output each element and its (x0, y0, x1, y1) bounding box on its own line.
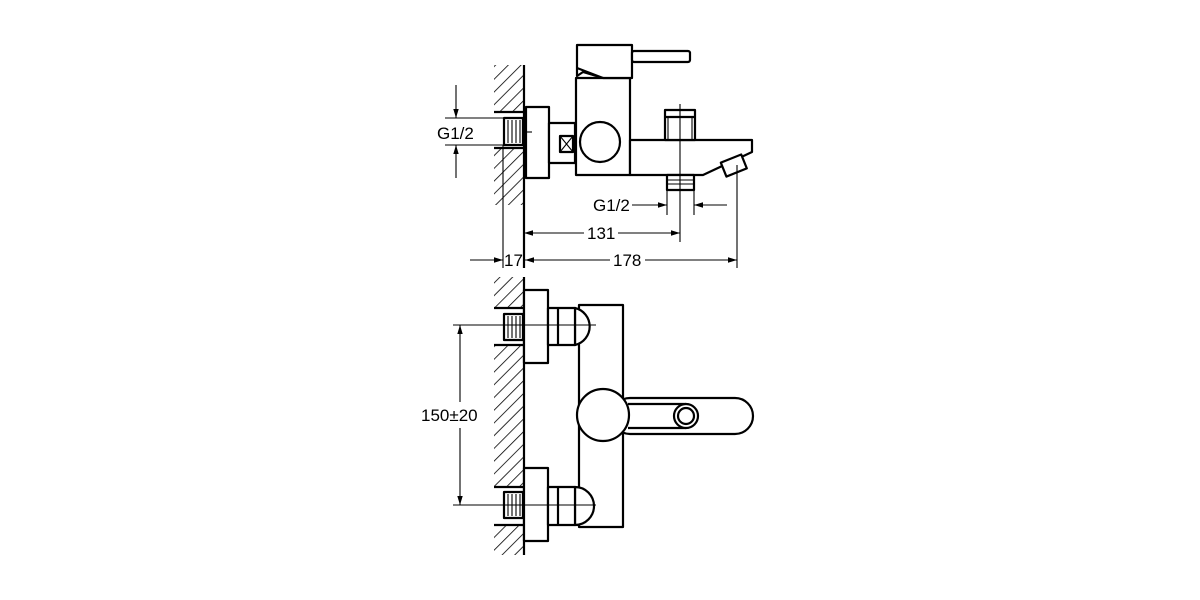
flange-depth-label: 17 (504, 251, 523, 270)
inlet-spacing-label: 150±20 (421, 406, 478, 425)
eccentric-connector (547, 121, 577, 165)
outlet-distance-dimension: 131 (524, 224, 680, 243)
outlet-distance-label: 131 (587, 224, 615, 243)
inlet-thread-label: G1/2 (437, 124, 474, 143)
side-view: G1/2 G1/2 131 178 17 (437, 43, 754, 270)
flange-depth-dimension: 17 (470, 251, 523, 270)
spout-length-label: 178 (613, 251, 641, 270)
wall-hatch (494, 65, 526, 268)
lever-cartridge-cap (575, 43, 692, 80)
inlet-nut-circle (578, 120, 622, 164)
lever-hub-circle (575, 387, 631, 443)
front-view: 150±20 (421, 277, 755, 555)
spout-length-dimension: 178 (525, 251, 737, 270)
upper-inlet (502, 288, 591, 365)
outlet-thread-dimension: G1/2 (593, 196, 727, 215)
lever-handle (575, 387, 755, 443)
inlet-thread-dimension: G1/2 (437, 85, 503, 178)
mixer-body (574, 76, 632, 177)
threaded-inlet-pipe (502, 116, 525, 147)
lever-handle (630, 49, 692, 64)
wall-flange (524, 105, 551, 180)
spout (628, 138, 754, 178)
inlet-spacing-dimension: 150±20 (421, 324, 596, 506)
outlet-thread-label: G1/2 (593, 196, 630, 215)
